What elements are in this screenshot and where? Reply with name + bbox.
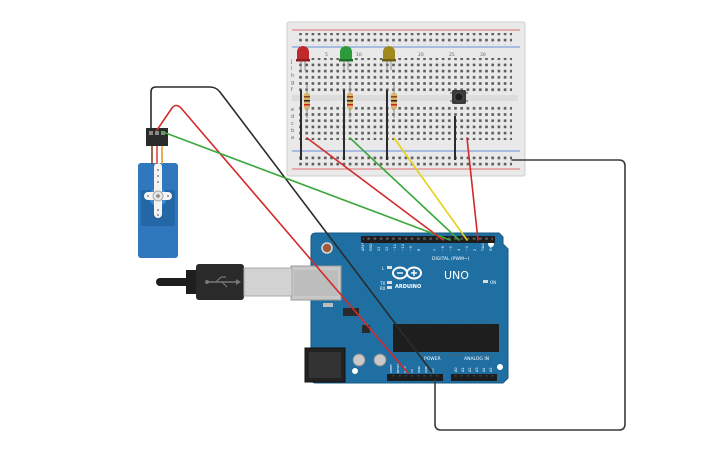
pin-label: 8	[417, 249, 421, 251]
power-header[interactable]	[387, 374, 443, 381]
power-header-label: POWER	[424, 356, 441, 362]
analog-pin-labels: A0 A1 A2 A3 A4 A5	[454, 367, 493, 372]
pin-label: 12	[385, 247, 389, 251]
pin-label: ~10	[401, 244, 405, 251]
pin-label: IOREF	[389, 364, 393, 373]
pin-label: GND	[417, 365, 421, 373]
green-led[interactable]	[339, 46, 353, 70]
pin-label: ~11	[393, 244, 397, 251]
pin-label: 5V	[410, 368, 414, 373]
pin-label: 2	[473, 249, 477, 251]
digital-header-label: DIGITAL (PWM~)	[432, 256, 470, 262]
row-letter: e	[291, 107, 294, 113]
pin-label: RX◂0	[489, 243, 493, 251]
col-number: 10	[356, 52, 362, 58]
usb-cable	[156, 264, 293, 300]
pin-label: A5	[489, 367, 493, 372]
pin-label: 7	[433, 249, 437, 251]
red-led-wire[interactable]	[306, 137, 444, 241]
pin-label: TX▸1	[481, 243, 485, 252]
pin-label: A4	[482, 367, 486, 372]
col-number: 30	[480, 52, 486, 58]
row-letter: f	[291, 87, 293, 93]
capacitor	[352, 353, 366, 367]
pin-label: GND	[369, 243, 373, 251]
onboard-leds: L TX RX ON	[379, 266, 496, 291]
reset-button[interactable]	[321, 242, 333, 254]
regulator-chip	[343, 308, 359, 316]
bottom-power-rail	[298, 154, 512, 166]
row-letter: h	[291, 73, 294, 79]
usb-icon	[205, 276, 241, 288]
row-letter: a	[291, 135, 294, 141]
red-led[interactable]	[296, 46, 310, 70]
top-power-rail	[298, 33, 512, 45]
grid-top-half	[298, 58, 512, 92]
pin-label: 13	[377, 247, 381, 251]
row-letters: j i h g f e d c b a	[290, 59, 294, 141]
led-label: ON	[490, 280, 496, 285]
pin-label: ~3	[465, 246, 469, 251]
servo-power-wire[interactable]	[156, 104, 409, 374]
col-number: 25	[449, 52, 455, 58]
pin-label: ~6	[441, 246, 445, 251]
row-letter: j	[290, 59, 292, 65]
pin-label: A3	[475, 367, 479, 372]
yellow-led-wire[interactable]	[393, 137, 468, 241]
analog-header[interactable]	[451, 374, 497, 381]
ground-return-wire[interactable]	[434, 159, 626, 431]
pin-label: GND	[424, 365, 428, 373]
pin-label: ~5	[449, 246, 453, 251]
col-number: 5	[325, 52, 328, 58]
pin-label: 4	[457, 249, 461, 251]
usb-port	[290, 265, 342, 301]
arduino-logo-icon	[392, 266, 422, 280]
yellow-led[interactable]	[382, 46, 396, 70]
row-letter: g	[291, 80, 294, 86]
row-letter: d	[291, 114, 294, 120]
pin-label: A2	[468, 367, 472, 372]
small-chip	[362, 325, 370, 333]
pin-label: A1	[461, 367, 465, 372]
servo-signal-wire[interactable]	[162, 131, 451, 241]
grid-bottom-half	[298, 106, 512, 140]
pin-label: AREF	[361, 242, 365, 251]
led-label: L	[382, 266, 385, 271]
digital-header[interactable]	[361, 236, 495, 243]
analog-header-label: ANALOG IN	[464, 356, 489, 362]
power-jack	[304, 347, 346, 383]
board-brand-label: ARDUINO	[395, 284, 421, 290]
led-label: TX	[379, 281, 385, 286]
crystal	[323, 303, 333, 307]
row-letter: i	[291, 66, 292, 72]
atmega-chip	[393, 320, 499, 356]
pin-label: RESET	[396, 363, 400, 373]
center-channel	[292, 95, 518, 101]
green-led-wire[interactable]	[349, 137, 460, 241]
digital-pin-labels: AREF GND 13 12 ~11 ~10 ~9 8 7 ~6 ~5 4 ~3…	[361, 242, 493, 252]
push-button[interactable]	[450, 90, 468, 104]
pin-label: ~9	[409, 246, 413, 251]
servo-motor[interactable]	[138, 128, 178, 258]
resistor-1[interactable]	[304, 85, 310, 118]
servo-ground-wire[interactable]	[150, 86, 433, 373]
col-number: 20	[418, 52, 424, 58]
row-letter: c	[291, 121, 294, 127]
board-model-label: UNO	[444, 269, 469, 282]
pin-label: Vin	[431, 368, 435, 373]
arduino-uno-board: AREF GND 13 12 ~11 ~10 ~9 8 7 ~6 ~5 4 ~3…	[290, 232, 509, 384]
button-wire[interactable]	[466, 137, 479, 241]
resistor-2[interactable]	[347, 85, 353, 118]
row-letter: b	[291, 128, 294, 134]
capacitor	[373, 353, 387, 367]
pin-label: A0	[454, 367, 458, 372]
led-label: RX	[380, 286, 386, 291]
wires	[150, 86, 626, 431]
breadboard: j i h g f e d c b a 1 5 10 15 20 25 30	[286, 21, 526, 177]
resistor-3[interactable]	[391, 85, 397, 118]
